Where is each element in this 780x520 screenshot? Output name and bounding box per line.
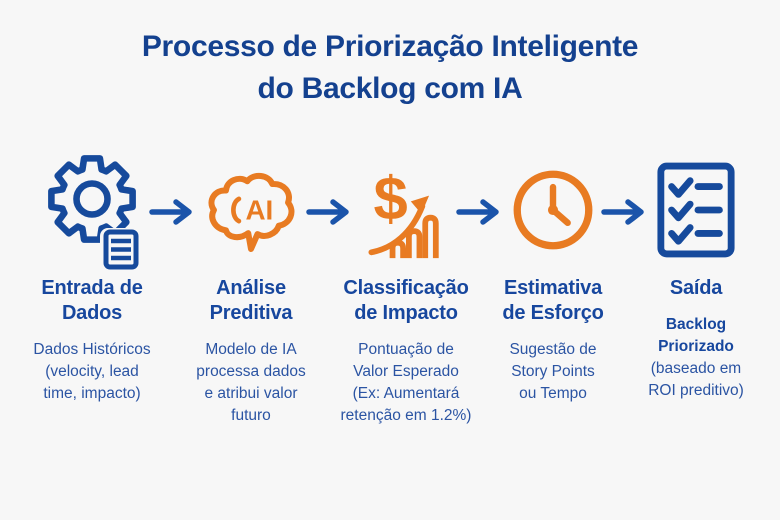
step-saida: Saída Backlog Priorizado (baseado em ROI… <box>620 154 772 402</box>
step-label: Estimativa de Esforço <box>502 277 604 324</box>
step-analise-preditiva: AI Análise Preditiva Modelo de IA proces… <box>176 154 326 427</box>
step-description-bold: Backlog <box>665 316 727 333</box>
process-flow: Entrada de Dados Dados Históricos (veloc… <box>0 154 780 427</box>
right-arrow-icon <box>306 199 349 225</box>
page-title-line2: do Backlog com IA <box>257 72 523 105</box>
step4-icon-box <box>509 154 597 266</box>
dollar-text: $ <box>374 165 408 234</box>
gear-icon <box>48 155 136 243</box>
step-entrada-de-dados: Entrada de Dados Dados Históricos (veloc… <box>8 154 176 405</box>
ai-brain-icon: AI <box>208 173 295 252</box>
dollar-growth-chart-icon: $ <box>368 165 439 259</box>
page-title-line1: Processo de Priorização Inteligente <box>141 30 639 63</box>
step1-icon-box <box>42 154 142 270</box>
step-estimativa-de-esforco: Estimativa de Esforço Sugestão de Story … <box>486 154 620 405</box>
step5-icon-box <box>655 154 737 266</box>
step-description: Backlog Priorizado (baseado em ROI predi… <box>648 316 744 399</box>
ai-text: AI <box>245 194 273 225</box>
step-classificacao-de-impacto: $ Classificação de Impacto Pontuação de … <box>326 154 486 427</box>
step-description: Sugestão de Story Points ou Tempo <box>509 341 597 402</box>
step-description: Pontuação de Valor Esperado (Ex: Aumenta… <box>340 341 472 424</box>
step-label: Classificação de Impacto <box>343 277 469 324</box>
step-description: Modelo de IA processa dados e atribui va… <box>196 341 306 424</box>
right-arrow-icon <box>601 199 644 225</box>
clock-icon <box>513 170 593 250</box>
step-label: Entrada de Dados <box>41 277 143 324</box>
right-arrow-icon <box>149 199 192 225</box>
step-label: Saída <box>669 277 723 299</box>
checklist-icon <box>657 162 735 258</box>
page-title: Processo de Priorização Inteligente do B… <box>0 26 780 110</box>
right-arrow-icon <box>456 199 499 225</box>
step-description-bold: Priorizado <box>658 338 734 355</box>
step2-icon-box: AI <box>200 154 302 266</box>
step-label: Análise Preditiva <box>209 277 293 324</box>
data-stack-icon <box>100 228 142 270</box>
step3-icon-box: $ <box>365 154 447 266</box>
step-description: Dados Históricos (velocity, lead time, i… <box>33 341 151 402</box>
